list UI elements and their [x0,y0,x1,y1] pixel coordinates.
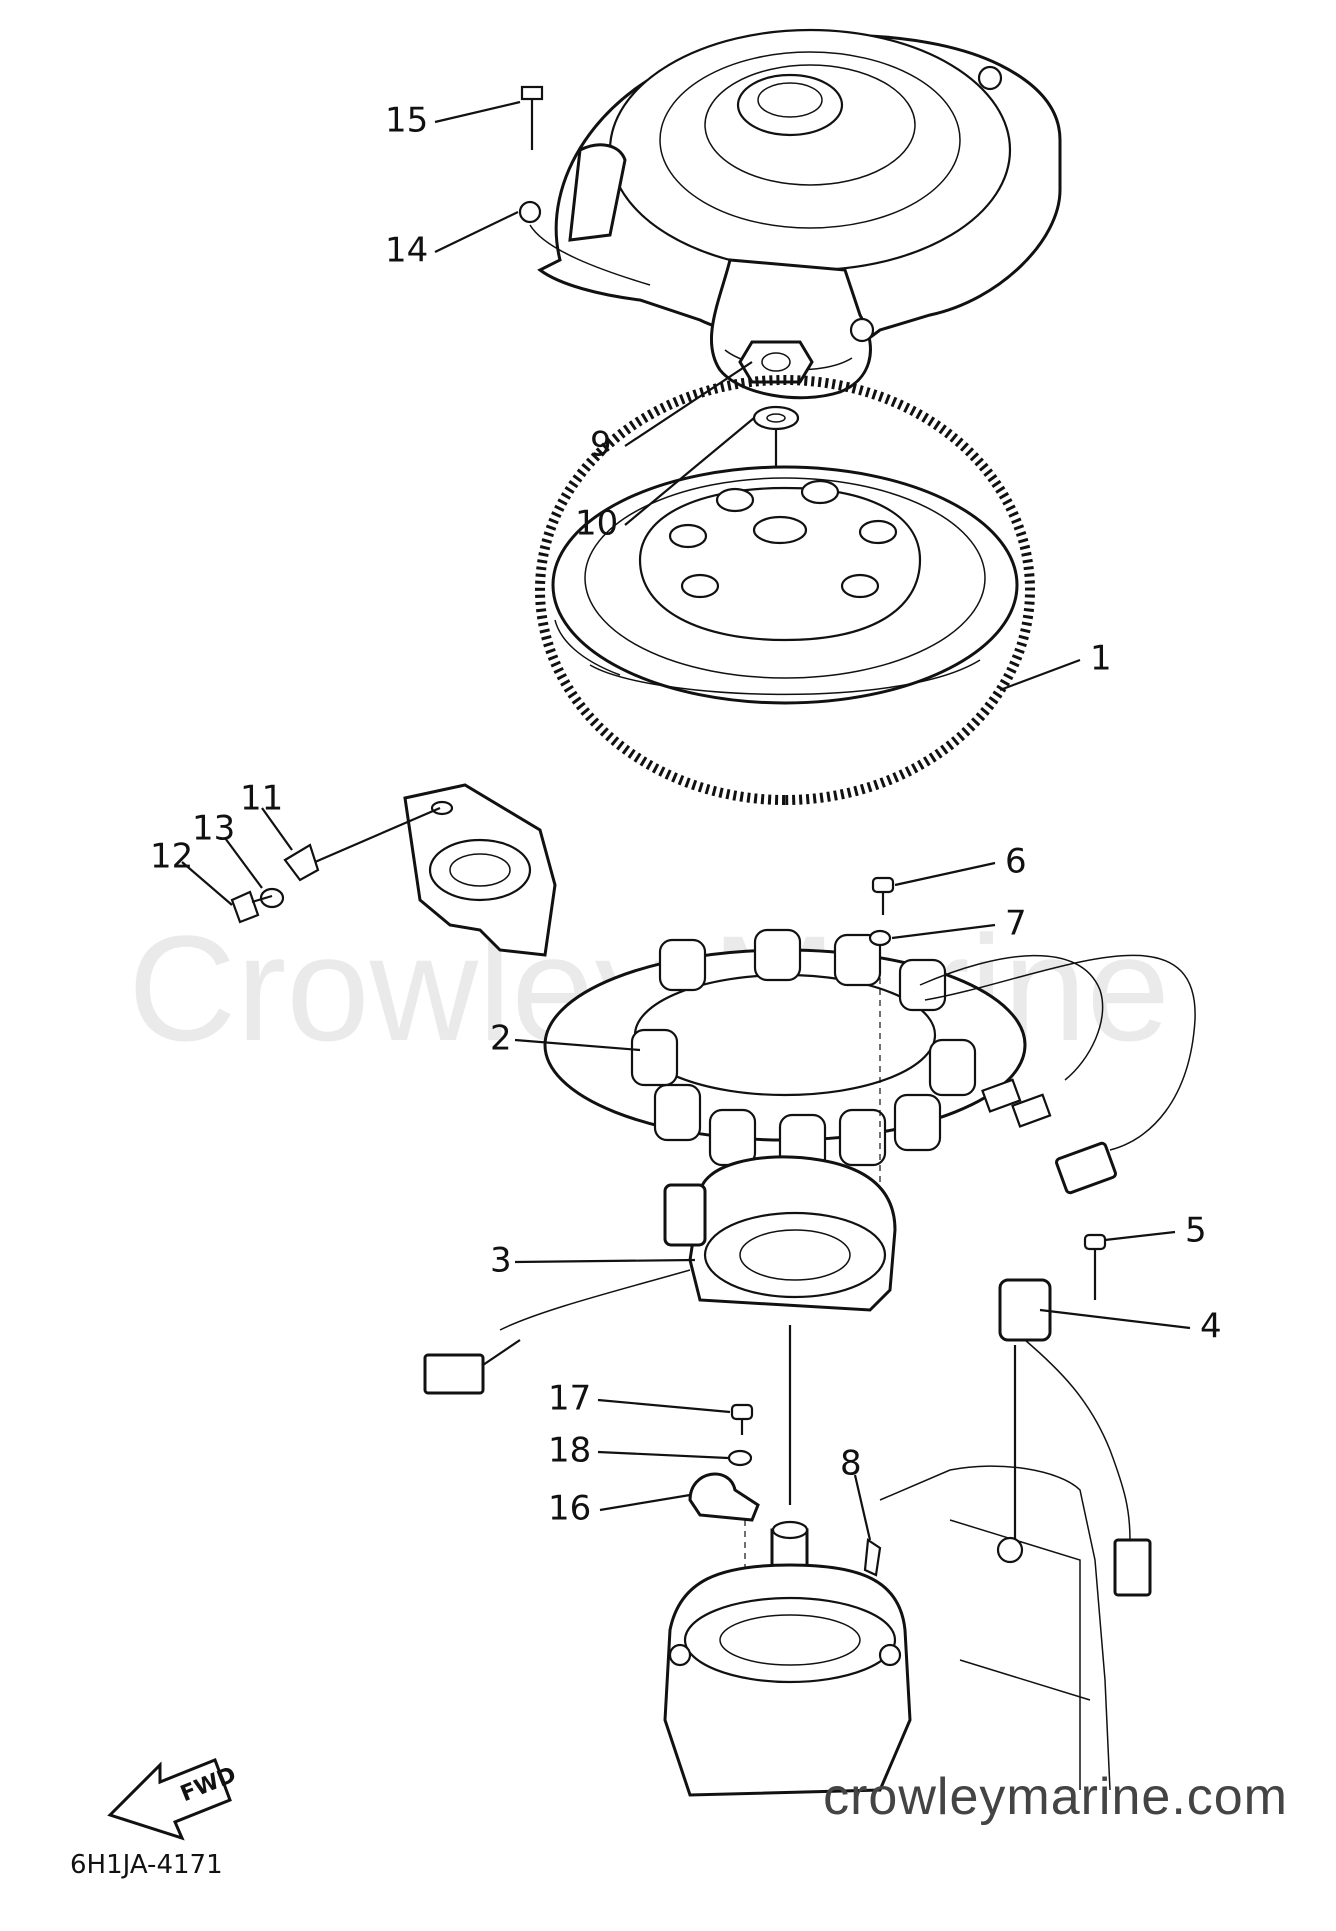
callout-label-1: 1 [1090,639,1112,679]
woodruff-key-8 [863,1538,882,1577]
callout-label-5: 5 [1185,1211,1207,1251]
stator [543,928,1196,1195]
callout-label-4: 4 [1200,1307,1222,1347]
flywheel [535,375,1035,805]
fwd-arrow: FWD [107,1758,240,1841]
callout-label-10: 10 [575,504,618,544]
diagram-code: 6H1JA-4171 [70,1850,223,1880]
callout-label-9: 9 [590,425,612,465]
pulser-coil-base [423,1155,897,1395]
bolt-17 [730,1403,754,1435]
washer-7 [868,929,892,947]
callout-label-13: 13 [192,809,235,849]
callout-label-11: 11 [240,779,283,819]
flywheel-cover [518,28,1062,400]
bolt-5 [1083,1233,1107,1300]
callout-label-12: 12 [150,837,193,877]
callout-labels: 1 2 3 4 5 6 7 8 9 10 11 12 13 14 15 16 1… [150,101,1222,1529]
clip-11 [283,843,320,882]
callout-label-8: 8 [840,1444,862,1484]
crankcase [663,1465,1111,1797]
callout-label-2: 2 [490,1019,512,1059]
callout-label-18: 18 [548,1431,591,1471]
cdi-unit-4 [998,1278,1152,1597]
washer-13 [259,887,285,909]
callout-label-16: 16 [548,1489,591,1529]
callout-label-15: 15 [385,101,428,141]
bolt-6 [871,876,895,915]
callout-label-3: 3 [490,1241,512,1281]
callout-label-14: 14 [385,231,428,271]
leader-lines [181,100,1191,1541]
clamp-16 [688,1472,760,1522]
callout-label-17: 17 [548,1379,591,1419]
callout-label-7: 7 [1005,904,1027,944]
website-text: crowleymarine.com [823,1768,1288,1826]
flywheel-magnets [668,479,898,599]
washer-18 [727,1449,753,1467]
washer-10 [752,405,800,431]
bolt-12 [230,890,273,924]
bracket-assembly [314,783,557,957]
callout-label-6: 6 [1005,842,1027,882]
bolt-15 [520,85,544,150]
